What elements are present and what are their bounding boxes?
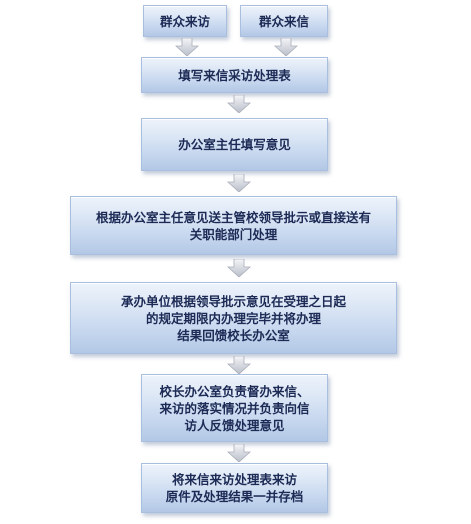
down-arrow-icon <box>227 95 251 113</box>
step-supervise-feedback-box: 校长办公室负责督办来信、 来访的落实情况并负责向信 访人反馈处理意见 <box>141 374 328 442</box>
step-handling-unit-box: 承办单位根据领导批示意见在受理之日起 的规定期限内办理完毕并将办理 结果回馈校长… <box>70 282 397 354</box>
step-handling-unit-label: 承办单位根据领导批示意见在受理之日起 的规定期限内办理完毕并将办理 结果回馈校长… <box>120 293 346 343</box>
step-supervise-feedback-label: 校长办公室负责督办来信、 来访的落实情况并负责向信 访人反馈处理意见 <box>159 383 310 433</box>
step-archive-label: 将来信来访处理表来访 原件及处理结果一并存档 <box>165 472 304 504</box>
step-archive-box: 将来信来访处理表来访 原件及处理结果一并存档 <box>141 463 328 513</box>
down-arrow-icon <box>227 444 251 462</box>
source-letter-box: 群众来信 <box>240 5 328 37</box>
down-arrow-icon <box>227 356 251 374</box>
down-arrow-icon <box>227 174 251 192</box>
source-visit-label: 群众来访 <box>159 13 210 29</box>
down-arrow-icon <box>175 38 199 56</box>
source-visit-box: 群众来访 <box>143 5 227 37</box>
step-leader-instruction-box: 根据办公室主任意见送主管校领导批示或直接送有 关职能部门处理 <box>70 196 397 255</box>
source-letter-label: 群众来信 <box>258 13 309 29</box>
step-fill-form-box: 填写来信采访处理表 <box>141 57 328 93</box>
step-leader-instruction-label: 根据办公室主任意见送主管校领导批示或直接送有 关职能部门处理 <box>95 209 371 242</box>
step-director-opinion-label: 办公室主任填写意见 <box>178 137 291 152</box>
down-arrow-icon <box>227 259 251 277</box>
step-director-opinion-box: 办公室主任填写意见 <box>141 118 328 171</box>
step-fill-form-label: 填写来信采访处理表 <box>178 67 291 83</box>
down-arrow-icon <box>274 38 298 56</box>
